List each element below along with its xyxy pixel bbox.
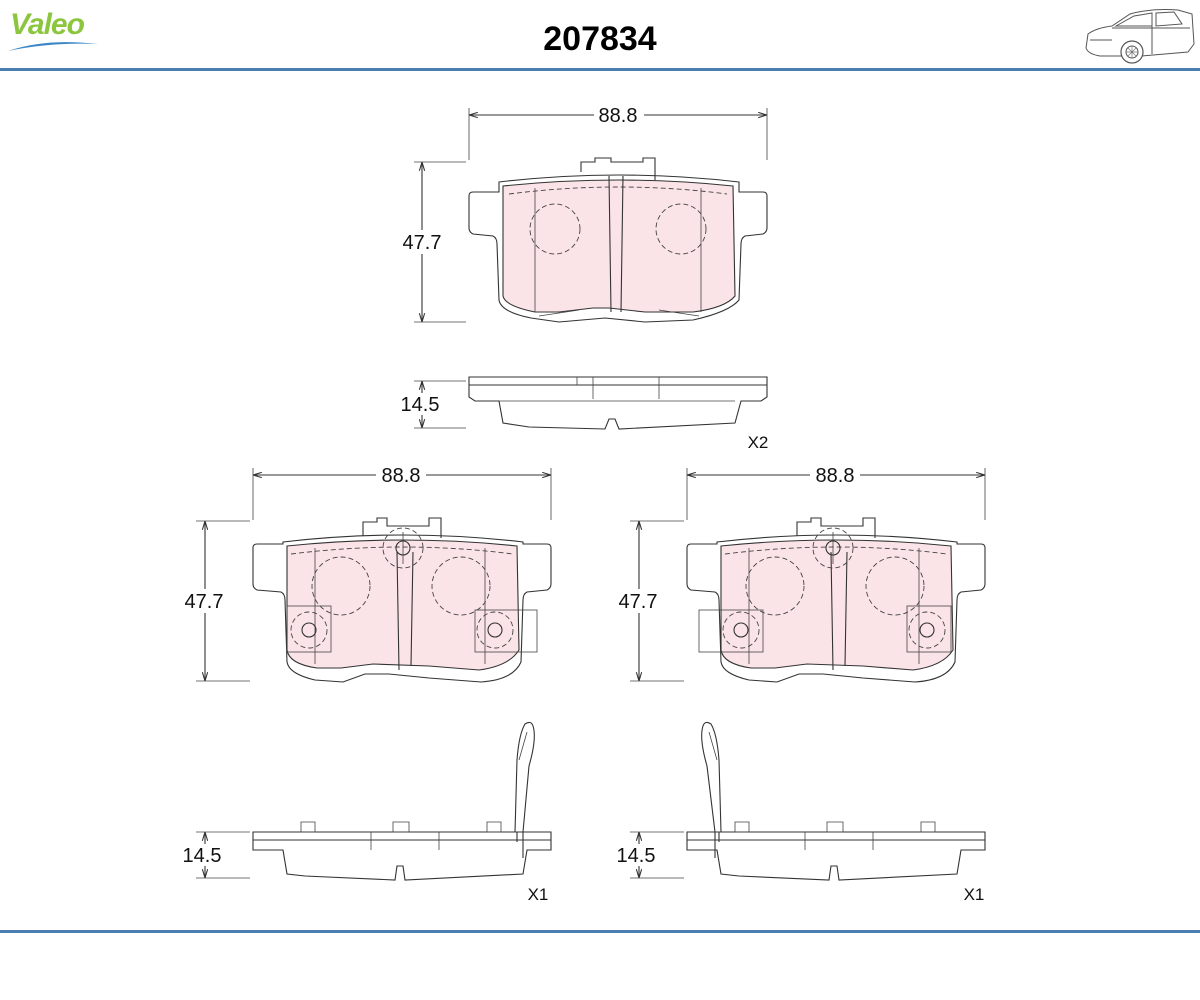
- top-pad-thickness-label: 14.5: [401, 394, 440, 416]
- footer-divider: [0, 930, 1200, 933]
- right-pad-quantity-label: X1: [964, 885, 985, 904]
- sedan-car-icon: [1085, 9, 1195, 64]
- right-pad-thickness-label: 14.5: [617, 845, 656, 867]
- left-pad-width-label: 88.8: [382, 465, 421, 487]
- right-pad-width-label: 88.8: [816, 465, 855, 487]
- header-divider: [0, 68, 1200, 71]
- right-pad-height-label: 47.7: [619, 591, 658, 613]
- top-pad-height-label: 47.7: [403, 232, 442, 254]
- brand-swoosh-icon: [8, 42, 98, 51]
- top-pad-width-label: 88.8: [599, 105, 638, 127]
- right-pad-view: 88.8 47.7: [612, 462, 986, 904]
- left-pad-quantity-label: X1: [528, 885, 549, 904]
- left-pad-thickness-label: 14.5: [183, 845, 222, 867]
- header: Valeo 207834: [0, 0, 1200, 70]
- part-number: 207834: [543, 20, 657, 58]
- brand-logo: Valeo: [10, 8, 85, 41]
- left-pad-view: 88.8 47.7: [178, 462, 552, 904]
- top-pad-view: 88.8 47.7 14.5: [396, 102, 768, 452]
- left-pad-height-label: 47.7: [185, 591, 224, 613]
- top-pad-quantity-label: X2: [748, 433, 769, 452]
